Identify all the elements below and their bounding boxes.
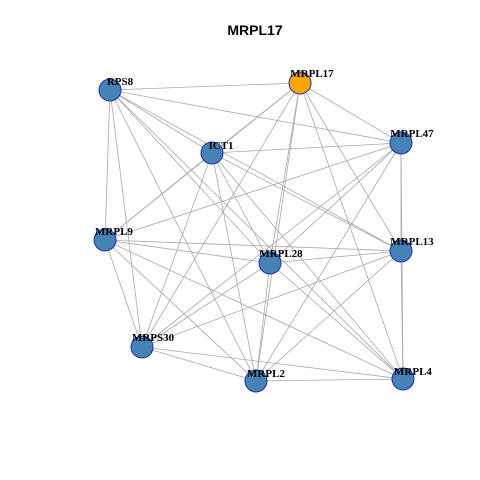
node-mrpl13 bbox=[389, 239, 413, 263]
edge-ict1-mrpl47 bbox=[211, 142, 402, 154]
edge-mrpl13-mrps30 bbox=[141, 250, 402, 348]
node-ict1 bbox=[200, 141, 224, 165]
node-label-mrpl9: MRPL9 bbox=[95, 226, 133, 238]
edge-mrpl13-mrpl4 bbox=[400, 250, 404, 380]
edge-rps8-mrpl9 bbox=[104, 89, 111, 241]
edge-ict1-mrpl9 bbox=[104, 152, 213, 241]
edge-mrpl9-mrps30 bbox=[104, 239, 143, 348]
node-mrps30 bbox=[130, 335, 154, 359]
node-mrpl2 bbox=[244, 369, 268, 393]
edge-mrpl47-mrpl2 bbox=[255, 142, 402, 382]
edge-mrpl17-mrpl4 bbox=[299, 82, 404, 380]
node-label-mrpl28: MRPL28 bbox=[259, 248, 303, 260]
edge-rps8-mrpl2 bbox=[109, 89, 257, 382]
edge-ict1-mrpl4 bbox=[211, 152, 404, 380]
node-mrpl17 bbox=[288, 71, 312, 95]
node-label-rps8: RPS8 bbox=[107, 76, 134, 88]
node-label-mrpl4: MRPL4 bbox=[394, 366, 432, 378]
node-rps8 bbox=[98, 78, 122, 102]
graph-title: MRPL17 bbox=[227, 22, 282, 38]
edge-rps8-mrpl17 bbox=[109, 82, 301, 91]
edge-mrpl17-mrpl28 bbox=[269, 82, 301, 264]
edge-rps8-mrpl4 bbox=[109, 89, 404, 380]
node-label-ict1: ICT1 bbox=[208, 140, 233, 152]
edge-mrpl47-mrps30 bbox=[141, 142, 402, 348]
edge-ict1-mrpl28 bbox=[211, 152, 271, 264]
edge-mrpl17-mrpl2 bbox=[255, 82, 301, 382]
edge-mrpl28-mrpl13 bbox=[269, 250, 402, 264]
edge-mrpl2-mrpl4 bbox=[255, 378, 404, 382]
node-label-mrpl2: MRPL2 bbox=[247, 368, 285, 380]
edge-mrpl47-mrpl9 bbox=[104, 142, 402, 241]
edge-mrpl28-mrps30 bbox=[141, 262, 271, 348]
edge-rps8-mrpl28 bbox=[109, 89, 271, 264]
node-label-mrpl17: MRPL17 bbox=[290, 68, 334, 80]
edge-rps8-mrpl47 bbox=[109, 89, 402, 144]
edge-mrpl17-mrpl13 bbox=[299, 82, 402, 252]
edge-mrps30-mrpl4 bbox=[141, 346, 404, 380]
edge-mrpl28-mrpl4 bbox=[269, 262, 404, 380]
node-mrpl4 bbox=[391, 367, 415, 391]
edge-mrpl13-mrpl2 bbox=[255, 250, 402, 382]
edge-mrpl17-mrps30 bbox=[141, 82, 301, 348]
edge-ict1-mrpl13 bbox=[211, 152, 402, 252]
node-label-mrps30: MRPS30 bbox=[132, 332, 175, 344]
edge-mrpl47-mrpl28 bbox=[269, 142, 402, 264]
node-layer bbox=[93, 71, 415, 393]
edge-rps8-ict1 bbox=[109, 89, 213, 154]
node-label-mrpl47: MRPL47 bbox=[390, 128, 434, 140]
edge-layer bbox=[104, 82, 404, 382]
node-mrpl28 bbox=[258, 251, 282, 275]
node-mrpl9 bbox=[93, 228, 117, 252]
node-mrpl47 bbox=[389, 131, 413, 155]
edge-rps8-mrps30 bbox=[109, 89, 143, 348]
edge-mrpl17-mrpl47 bbox=[299, 82, 402, 144]
edge-rps8-mrpl13 bbox=[109, 89, 402, 252]
edge-mrps30-mrpl2 bbox=[141, 346, 257, 382]
node-label-mrpl13: MRPL13 bbox=[390, 236, 434, 248]
edge-ict1-mrpl2 bbox=[211, 152, 257, 382]
edge-mrpl9-mrpl4 bbox=[104, 239, 404, 380]
edge-mrpl9-mrpl13 bbox=[104, 239, 402, 252]
edge-mrpl9-mrpl28 bbox=[104, 239, 271, 264]
